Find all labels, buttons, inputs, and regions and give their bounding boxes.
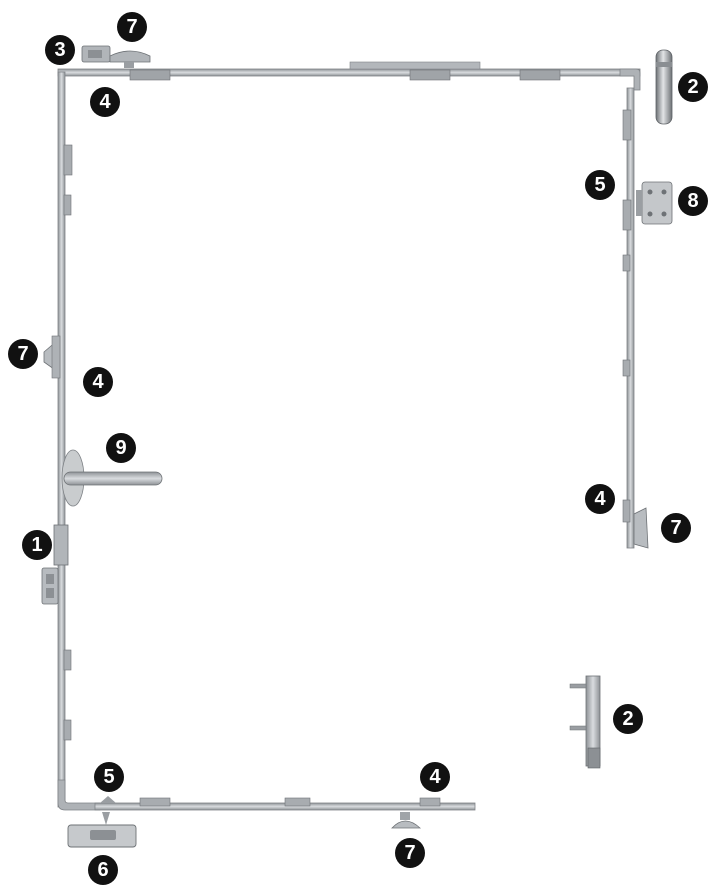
bottom-keeper [392, 821, 420, 828]
corner-hinge-hole [662, 190, 667, 195]
callout-number: 8 [678, 186, 708, 216]
bottom-rail-part [140, 798, 170, 806]
callout-number: 5 [585, 170, 615, 200]
callout-number: 4 [420, 762, 450, 792]
left-lock-block [54, 525, 68, 565]
left-rail-part [64, 195, 71, 215]
left-lock-keeper [42, 568, 58, 604]
top-hinge [656, 50, 672, 124]
callout-number: 3 [45, 35, 75, 65]
right-rail-part [623, 500, 630, 522]
right-rail-part [623, 255, 630, 271]
callout-number: 7 [395, 838, 425, 868]
bottom-strike-tab [102, 812, 110, 825]
callout-number: 7 [661, 513, 691, 543]
right-rail [627, 88, 634, 548]
detached-hinge-pin [570, 684, 586, 688]
top-rail-slot [520, 70, 560, 80]
left-rail-part [64, 650, 71, 670]
right-rail-part [623, 200, 631, 230]
detached-hinge-base [588, 748, 600, 768]
left-rail [58, 72, 65, 807]
left-keeper-plate [52, 336, 60, 378]
left-rail-part [64, 720, 71, 740]
corner-hinge-hole [648, 212, 653, 217]
top-rail-gear [350, 62, 480, 69]
bottom-rail-end [100, 796, 116, 803]
corner-hinge-hole [648, 190, 653, 195]
bottom-left-corner [58, 780, 100, 810]
top-rail-slot [410, 70, 450, 80]
right-rail-part [623, 110, 631, 140]
handle-lever [64, 472, 162, 485]
mushroom-keeper [110, 51, 150, 62]
callout-number: 9 [106, 433, 136, 463]
bottom-rail-part [285, 798, 310, 806]
callout-number: 7 [8, 339, 38, 369]
top-rail-slot [130, 70, 170, 80]
callout-number: 5 [94, 762, 124, 792]
callout-number: 7 [117, 12, 147, 42]
callout-number: 6 [88, 855, 118, 885]
top-right-corner [620, 69, 640, 90]
bottom-keeper-base [400, 812, 410, 820]
mushroom-keeper-base [124, 62, 134, 68]
corner-hinge-hole [662, 212, 667, 217]
callout-number: 4 [90, 87, 120, 117]
corner-keeper-slot [88, 50, 102, 58]
top-hinge-band [656, 62, 672, 67]
corner-hinge [642, 182, 672, 224]
right-rail-part [623, 360, 630, 376]
callout-number: 4 [585, 484, 615, 514]
callout-number: 2 [678, 72, 708, 102]
left-lock-keeper-slot [46, 574, 54, 584]
right-keeper [634, 508, 648, 548]
callout-number: 1 [22, 530, 52, 560]
bottom-rail-part [420, 798, 440, 806]
bottom-strike-slot [90, 830, 116, 840]
left-lock-keeper-slot [46, 588, 54, 598]
detached-hinge-pin [570, 726, 586, 730]
left-rail-part [64, 145, 72, 175]
callout-number: 4 [83, 367, 113, 397]
callout-number: 2 [613, 704, 643, 734]
corner-hinge-strip [636, 190, 642, 216]
